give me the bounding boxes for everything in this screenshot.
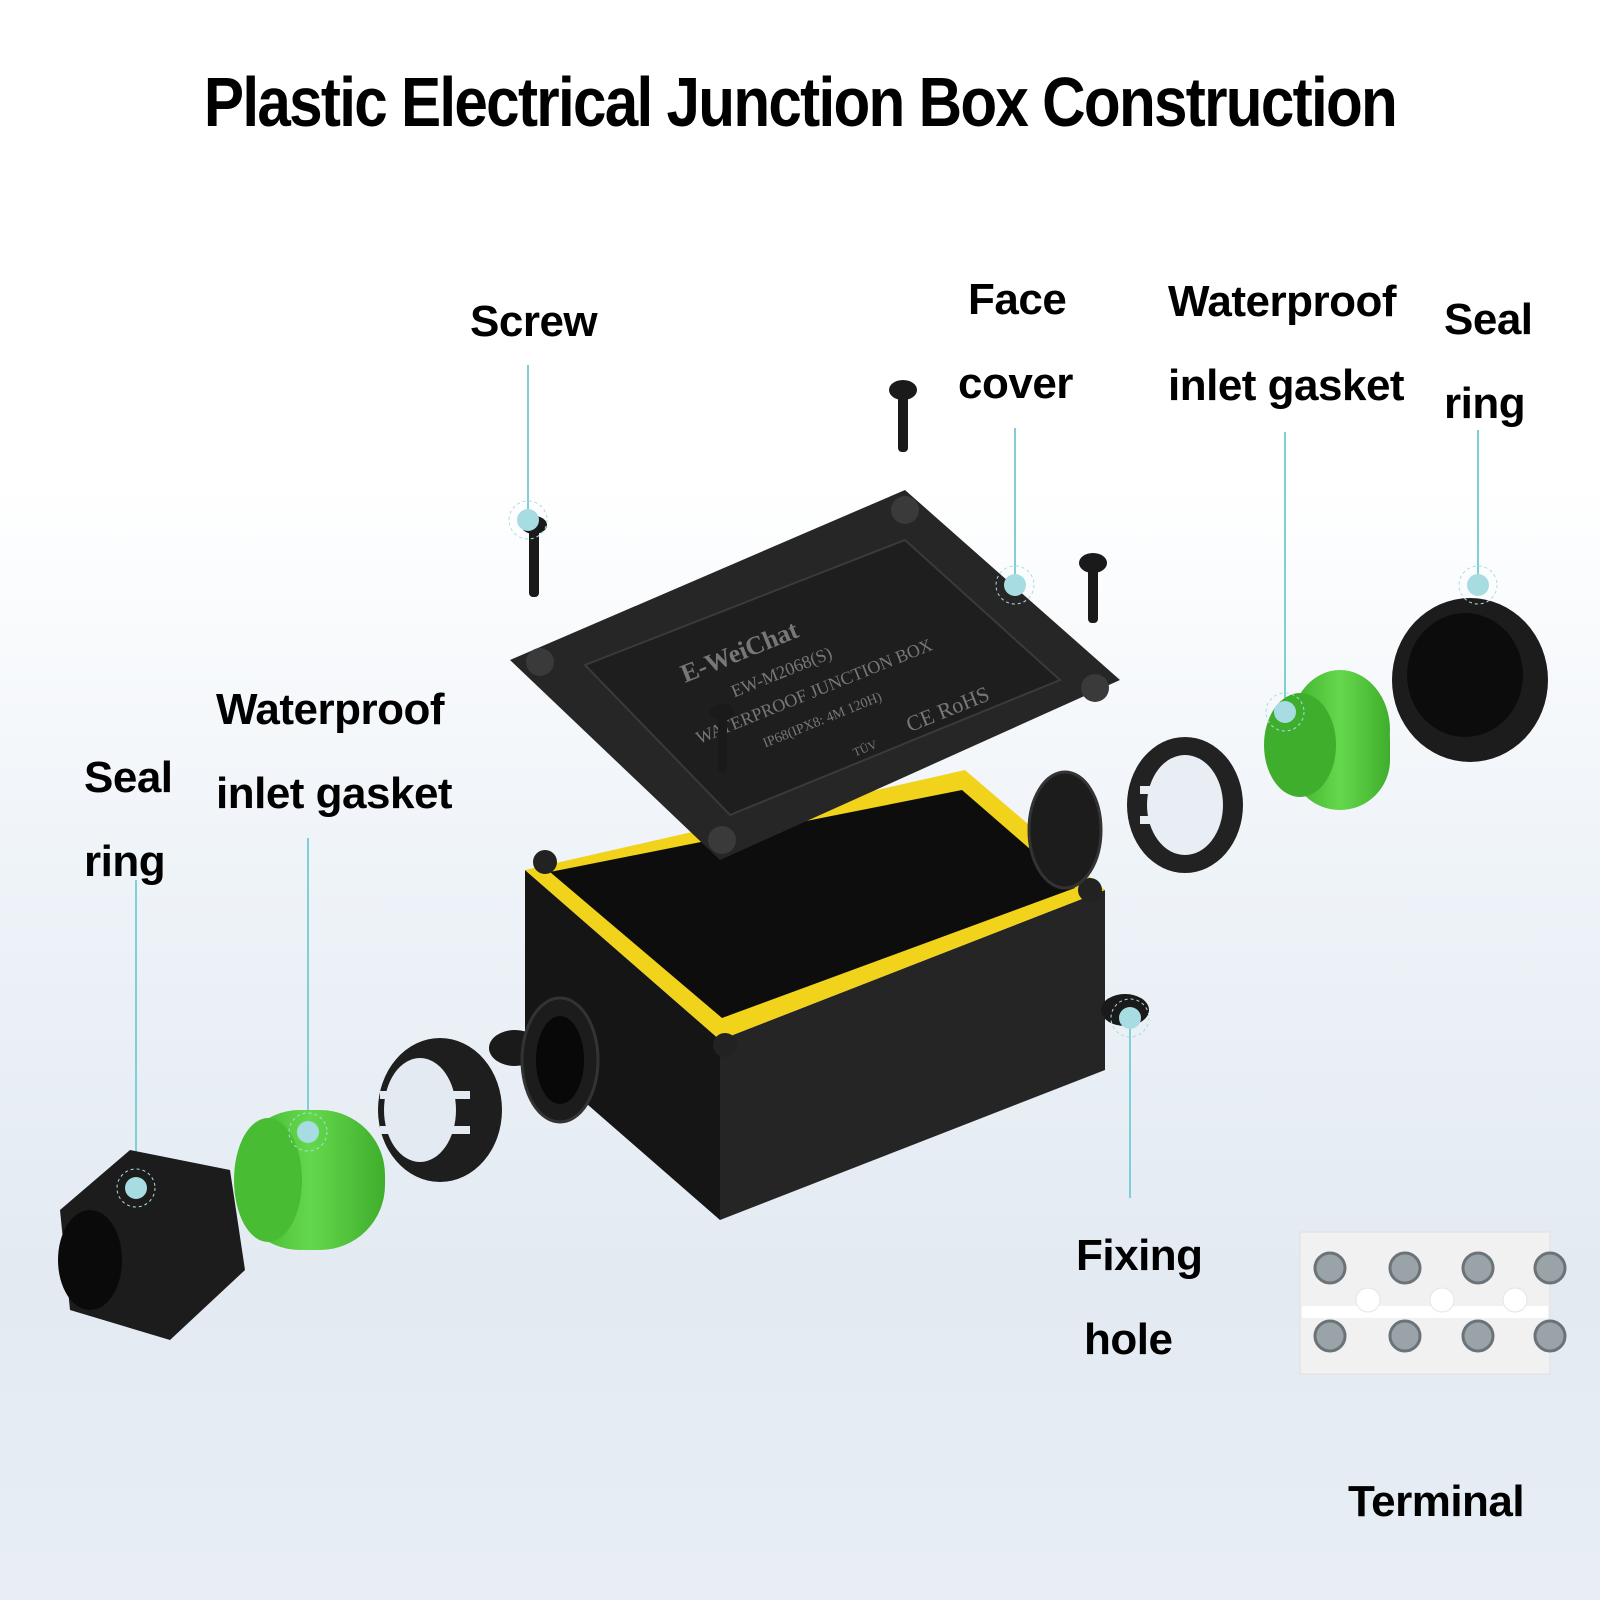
label-fixing-hole-line2: hole [1084, 1315, 1173, 1364]
label-screw: Screw [470, 280, 598, 364]
left-claw-insert [378, 1038, 502, 1182]
label-face-cover-line2: cover [958, 359, 1073, 408]
left-seal-ring [58, 1150, 245, 1340]
label-gasket-right: Waterproof inlet gasket [1168, 260, 1405, 428]
label-seal-ring-left-line1: Seal [84, 753, 173, 802]
label-face-cover: Face cover [958, 258, 1073, 426]
label-seal-ring-right: Seal ring [1444, 278, 1533, 446]
label-gasket-right-line1: Waterproof [1168, 277, 1397, 326]
label-seal-ring-right-line2: ring [1444, 379, 1526, 428]
label-seal-ring-right-line1: Seal [1444, 295, 1533, 344]
page-title: Plastic Electrical Junction Box Construc… [203, 63, 1398, 141]
callout-dots [116, 500, 1498, 1208]
label-terminal: Terminal [1348, 1460, 1525, 1544]
label-gasket-left-line1: Waterproof [216, 685, 445, 734]
label-seal-ring-left-line2: ring [84, 837, 166, 886]
screw-4 [710, 704, 734, 772]
callout-lines [135, 365, 1479, 1198]
label-gasket-right-line2: inlet gasket [1168, 361, 1405, 410]
label-fixing-hole: Fixing hole [1076, 1214, 1203, 1382]
screws [521, 380, 1107, 772]
terminal-block [1299, 1231, 1567, 1375]
label-terminal-line1: Terminal [1348, 1477, 1525, 1526]
screw-3 [1079, 553, 1107, 623]
label-seal-ring-left: Seal ring [84, 736, 173, 904]
left-inlet-gasket [234, 1110, 385, 1250]
label-fixing-hole-line1: Fixing [1076, 1231, 1203, 1280]
label-gasket-left: Waterproof inlet gasket [216, 668, 453, 836]
right-seal-ring [1392, 598, 1548, 762]
face-cover: E-WeiChat EW-M2068(S) WATERPROOF JUNCTIO… [510, 490, 1120, 860]
right-inlet-gasket [1264, 670, 1390, 810]
right-claw-insert [1127, 737, 1243, 873]
junction-box-body [489, 770, 1149, 1220]
label-screw-line1: Screw [470, 297, 598, 346]
label-face-cover-line1: Face [968, 275, 1067, 324]
label-gasket-left-line2: inlet gasket [216, 769, 453, 818]
screw-2 [889, 380, 917, 452]
